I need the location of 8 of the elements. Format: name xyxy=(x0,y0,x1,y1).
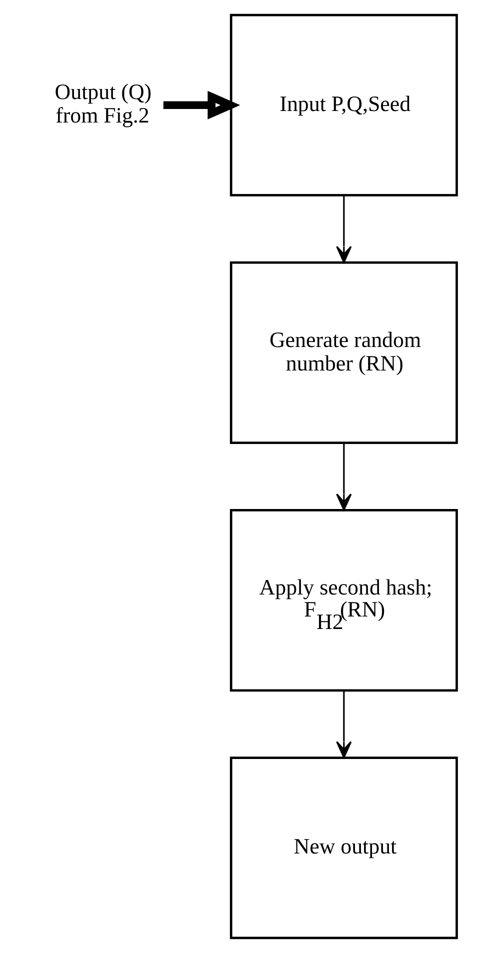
node-box: Generate random number (RN) xyxy=(229,261,458,444)
arrow xyxy=(336,443,352,511)
node-text: Output (Q) from Fig.2 xyxy=(54,79,152,128)
node-box: New output xyxy=(229,756,458,940)
node-box: Input P,Q,Seed xyxy=(229,14,458,196)
arrow xyxy=(336,196,352,264)
arrow xyxy=(336,690,352,758)
arrow xyxy=(162,90,240,120)
